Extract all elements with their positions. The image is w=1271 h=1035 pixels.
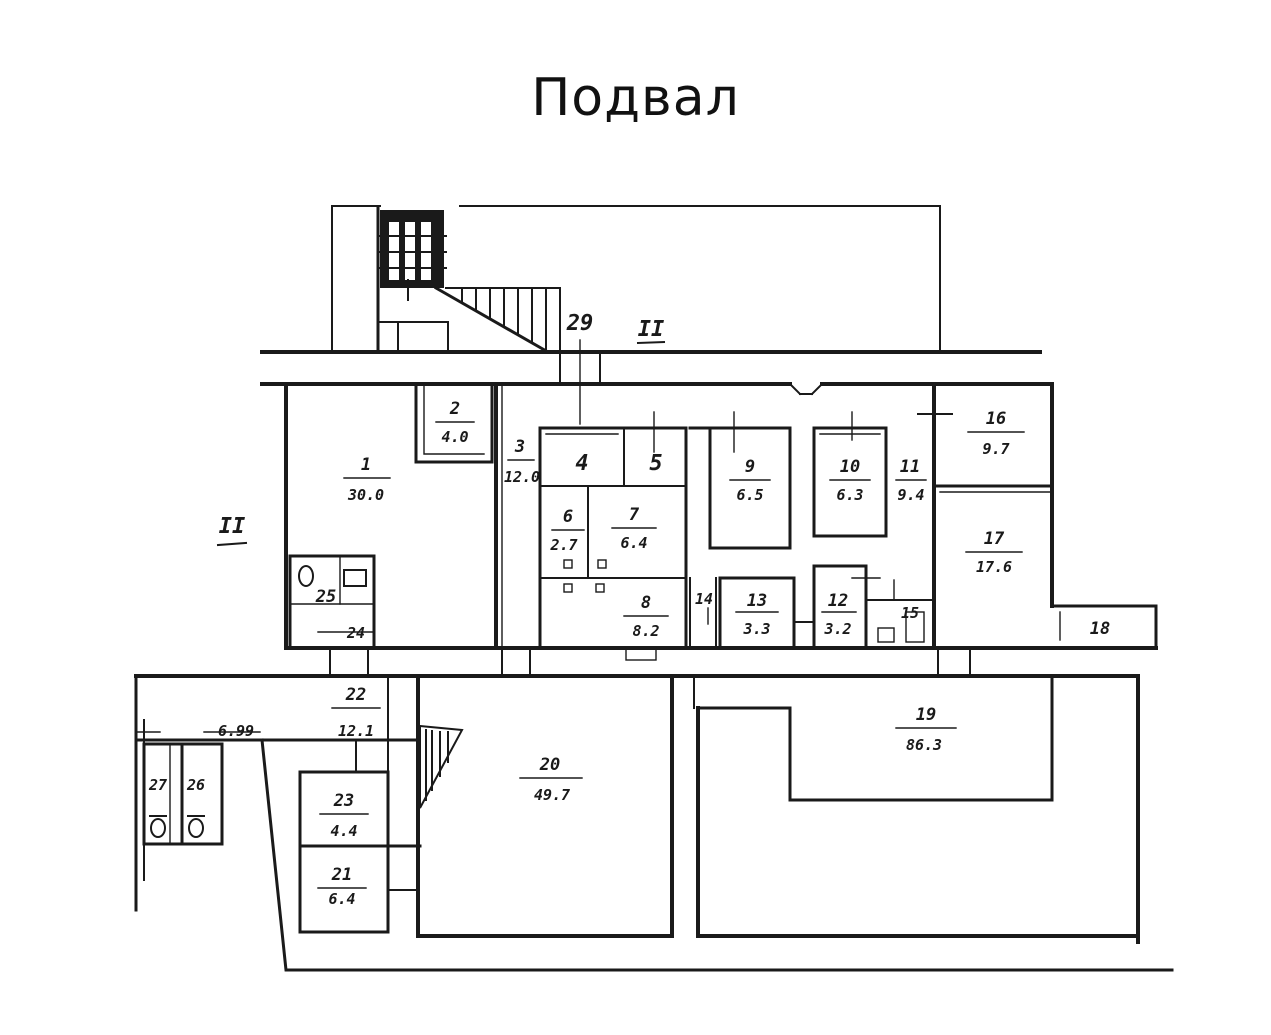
svg-text:II: II [219,514,246,539]
svg-text:22: 22 [345,685,366,705]
svg-text:3.3: 3.3 [742,620,770,638]
svg-text:24: 24 [346,624,365,642]
svg-text:12: 12 [828,591,848,611]
svg-text:4.4: 4.4 [330,822,357,840]
svg-text:11: 11 [900,457,920,477]
room-label-25: 25 [315,587,336,607]
svg-text:10: 10 [840,457,860,477]
svg-text:6.4: 6.4 [620,534,647,552]
room-label-14: 14 [695,590,713,608]
room-label-15: 15 [901,604,919,622]
room-label-8: 8 8.2 [623,593,669,640]
section-mark-left: II [216,514,248,547]
svg-text:II: II [638,317,665,342]
svg-text:23: 23 [333,791,354,811]
svg-text:4.0: 4.0 [441,428,468,446]
room-label-6: 6 2.7 [549,507,585,554]
room-label-7: 7 6.4 [611,505,657,552]
svg-text:8.2: 8.2 [632,622,659,640]
svg-text:3: 3 [514,437,525,457]
main-floor-partitions [288,384,1061,661]
svg-text:9.7: 9.7 [982,440,1009,458]
svg-text:20: 20 [539,755,560,775]
svg-text:13: 13 [747,591,767,611]
svg-text:1: 1 [361,455,371,475]
room-label-3: 3 12.0 [504,437,540,486]
room-label-29: 29 [566,311,594,336]
section-mark-top: II [636,317,666,345]
room-label-4: 4 [575,451,588,476]
room-label-23: 23 4.4 [319,791,369,840]
room-label-16: 16 9.7 [967,409,1025,458]
svg-text:26: 26 [186,776,205,794]
room-label-2: 2 4.0 [435,399,475,446]
svg-text:9: 9 [745,457,755,477]
svg-text:25: 25 [315,587,336,607]
svg-text:6.3: 6.3 [836,486,863,504]
lower-floor-outline [134,647,1174,972]
room-label-22: 22 12.1 [331,685,381,740]
svg-text:9.4: 9.4 [897,486,924,504]
room-label-12: 12 3.2 [821,591,857,638]
room-label-27: 27 [148,776,167,794]
svg-text:3.2: 3.2 [823,620,851,638]
room-label-11: 11 9.4 [895,457,927,504]
room-label-17: 17 17.6 [965,529,1023,576]
room-label-26: 26 [186,776,205,794]
room-label-1: 1 30.0 [343,455,391,504]
svg-text:18: 18 [1090,619,1110,639]
svg-text:21: 21 [331,865,352,885]
svg-text:30.0: 30.0 [347,486,384,504]
svg-text:86.3: 86.3 [906,736,942,754]
svg-text:49.7: 49.7 [534,786,570,804]
room-label-20: 20 49.7 [519,755,583,804]
svg-text:4: 4 [575,451,588,476]
svg-text:14: 14 [695,590,713,608]
svg-text:6.5: 6.5 [736,486,763,504]
svg-text:5: 5 [649,451,662,476]
svg-text:8: 8 [641,593,651,613]
svg-text:2: 2 [449,399,460,419]
room-label-10: 10 6.3 [829,457,871,504]
annex-staircase-icon [377,210,561,355]
room-label-21: 21 6.4 [317,865,367,908]
svg-text:2.7: 2.7 [549,536,577,554]
room-label-18: 18 [1090,619,1110,639]
room-label-9: 9 6.5 [729,457,771,504]
room-label-19: 19 86.3 [895,705,957,754]
page-title: Подвал [531,68,740,128]
svg-text:15: 15 [901,604,919,622]
svg-text:29: 29 [566,311,594,336]
svg-text:7: 7 [629,505,640,525]
svg-text:17.6: 17.6 [976,558,1012,576]
svg-text:12.1: 12.1 [338,722,374,740]
room-label-5: 5 [649,451,662,476]
svg-text:6: 6 [563,507,573,527]
svg-text:17: 17 [984,529,1005,549]
annex-outline [260,205,1042,354]
svg-text:19: 19 [916,705,936,725]
svg-text:27: 27 [148,776,167,794]
room-label-24: 24 [346,624,365,642]
svg-text:12.0: 12.0 [504,468,540,486]
corridor-width-label: 6.99 [218,722,254,740]
room-label-13: 13 3.3 [735,591,779,638]
lower-floor-partitions [142,674,1140,938]
svg-text:16: 16 [986,409,1006,429]
svg-text:6.4: 6.4 [328,890,355,908]
